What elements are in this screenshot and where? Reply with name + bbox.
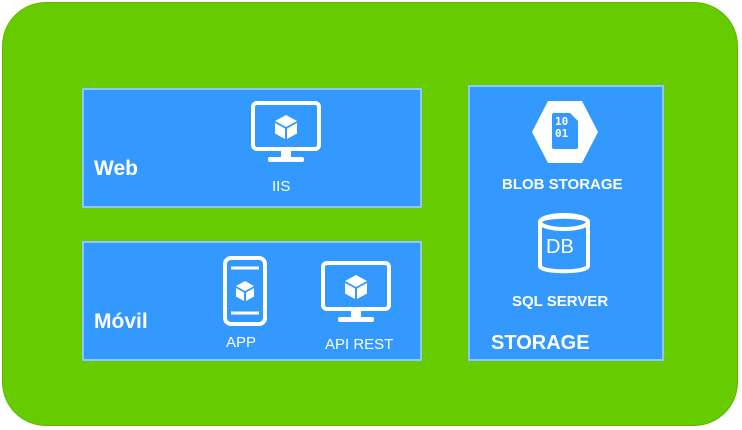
architecture-container: Web IIS Móvil APP [2,2,738,426]
sql-server-label: SQL SERVER [512,293,609,310]
web-panel: Web IIS [82,88,422,208]
database-icon [538,213,590,274]
monitor-cube-icon [251,101,321,162]
movil-panel: Móvil APP API REST [82,241,422,361]
database-glyph: DB [546,236,574,258]
blob-binary-icon [532,101,598,163]
blob-binary-text: 10 01 [555,115,569,140]
phone-cube-icon [223,256,267,326]
blob-binary-glyph: 10 01 [555,116,568,140]
app-label: APP [226,334,257,351]
storage-panel-title: STORAGE [491,332,590,354]
api-rest-label: API REST [325,336,394,353]
monitor-cube-icon [321,261,391,322]
iis-label: IIS [272,178,291,195]
storage-panel: 10 01 BLOB STORAGE DB SQL SERVER STORAGE [468,85,664,361]
movil-panel-title: Móvil [94,310,148,333]
web-panel-title: Web [94,157,138,180]
blob-storage-label: BLOB STORAGE [502,176,623,193]
